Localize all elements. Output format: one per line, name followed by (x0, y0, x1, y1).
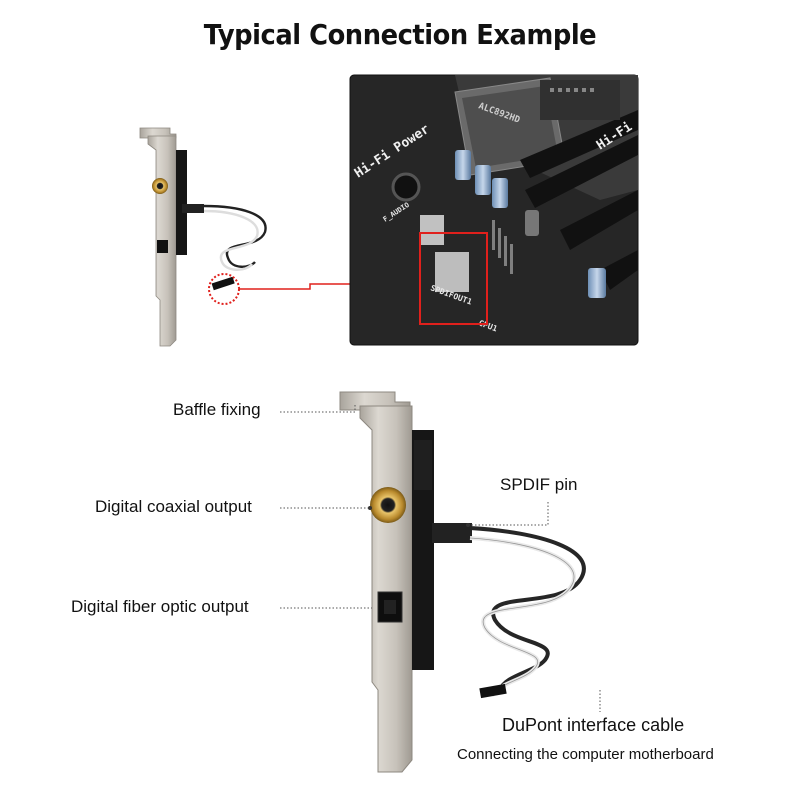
coax-output-jack-icon (370, 487, 406, 523)
spdif-header-highlight-box (419, 232, 488, 325)
coax-jack-icon (152, 178, 168, 194)
spdif-pin-connector (432, 523, 472, 543)
label-digital-fiber: Digital fiber optic output (71, 597, 249, 616)
label-dupont-cable: DuPont interface cable (502, 715, 685, 735)
page-title: Typical Connection Example (203, 18, 597, 51)
label-baffle-fixing: Baffle fixing (173, 400, 261, 419)
mounting-hole-icon (391, 172, 421, 202)
label-spdif-pin: SPDIF pin (500, 475, 578, 494)
large-bracket (339, 391, 586, 773)
optical-port-icon (157, 240, 168, 253)
motherboard-photo: Hi-Fi Power ALC892HD Hi-Fi F_AUDIO SPDIF… (349, 74, 639, 346)
small-bracket (139, 127, 267, 347)
leader-lines (280, 405, 601, 712)
label-connecting-motherboard: Connecting the computer motherboard (457, 746, 714, 763)
label-digital-coaxial: Digital coaxial output (95, 497, 252, 516)
dupont-plug-icon (479, 683, 507, 699)
